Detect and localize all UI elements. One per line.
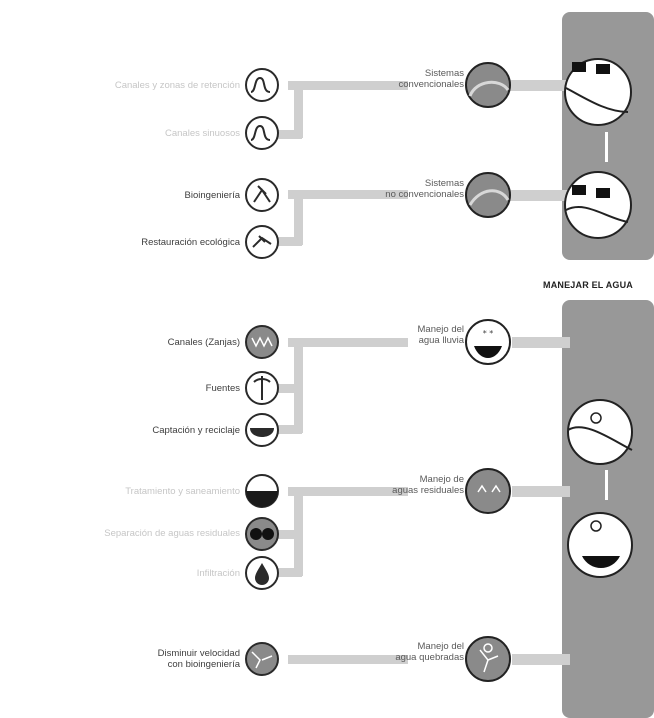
hub1-label-line2: convencionales — [398, 79, 465, 90]
half-filled-circle-icon — [245, 474, 279, 508]
bar-link-2 — [605, 470, 608, 500]
planting-hands-icon — [245, 178, 279, 212]
hub-manejo-aguas-residuales — [465, 468, 511, 514]
big-circle-bottom-2 — [567, 512, 633, 578]
hub3-label: Manejo del agua lluvia — [370, 324, 464, 346]
label-disminuir-velocidad-line1: Disminuir velocidad — [157, 648, 240, 659]
label-restauracion-ecologica: Restauración ecológica — [141, 237, 240, 248]
hub3-label-line2: agua lluvia — [418, 335, 464, 346]
label-separacion-aguas: Separación de aguas residuales — [104, 528, 240, 539]
big-circle-top-2 — [564, 171, 632, 239]
fountain-icon — [245, 371, 279, 405]
label-disminuir-velocidad-line2: con bioingeniería — [167, 659, 240, 670]
hub4-label-line1: Manejo de — [419, 474, 464, 485]
label-disminuir-velocidad: Disminuir velocidad con bioingeniería — [60, 648, 240, 670]
right-bar-bottom — [562, 300, 654, 718]
big-circle-bottom-1 — [567, 399, 633, 465]
hub4-label: Manejo de aguas residuales — [350, 474, 464, 496]
hub-sistemas-convencionales — [465, 62, 511, 108]
hub3-label-line1: Manejo del — [417, 324, 464, 335]
label-canales-zanjas: Canales (Zanjas) — [167, 337, 240, 348]
hub-manejo-agua-lluvia: * * — [465, 319, 511, 365]
bowl-icon — [245, 413, 279, 447]
water-drop-icon — [245, 556, 279, 590]
group1-connectors — [264, 80, 570, 246]
label-infiltracion: Infiltración — [196, 568, 240, 579]
hub2-label: Sistemas no convencionales — [340, 178, 464, 200]
label-fuentes: Fuentes — [205, 383, 240, 394]
hub5-label-line1: Manejo del — [417, 641, 464, 652]
label-captacion-reciclaje: Captación y reciclaje — [152, 425, 240, 436]
hub5-label: Manejo del agua quebradas — [360, 641, 464, 663]
label-canales-zonas-retencion: Canales y zonas de retención — [114, 80, 240, 91]
squiggle-river-icon — [245, 116, 279, 150]
section-heading: MANEJAR EL AGUA — [543, 280, 634, 290]
hub2-label-line1: Sistemas — [424, 178, 464, 189]
label-canales-sinuosos: Canales sinuosos — [165, 128, 240, 139]
group2-connectors — [264, 337, 570, 665]
hub4-label-line2: aguas residuales — [392, 485, 464, 496]
hub-sistemas-no-convencionales — [465, 172, 511, 218]
squiggle-river-icon — [245, 68, 279, 102]
double-circle-icon — [245, 517, 279, 551]
hub1-label-line1: Sistemas — [424, 68, 464, 79]
hub-manejo-agua-quebradas — [465, 636, 511, 682]
planting-hands-icon — [245, 225, 279, 259]
svg-text:* *: * * — [483, 329, 494, 338]
label-bioingenieria: Bioingeniería — [184, 190, 240, 201]
grate-icon — [245, 325, 279, 359]
label-tratamiento: Tratamiento y saneamiento — [125, 486, 240, 497]
hub1-label: Sistemas convencionales — [370, 68, 465, 90]
bar-link-1 — [605, 132, 608, 162]
big-circle-top-1 — [564, 58, 632, 126]
cracked-ground-icon — [245, 642, 279, 676]
hub2-label-line2: no convencionales — [385, 189, 464, 200]
hub5-label-line2: agua quebradas — [395, 652, 464, 663]
